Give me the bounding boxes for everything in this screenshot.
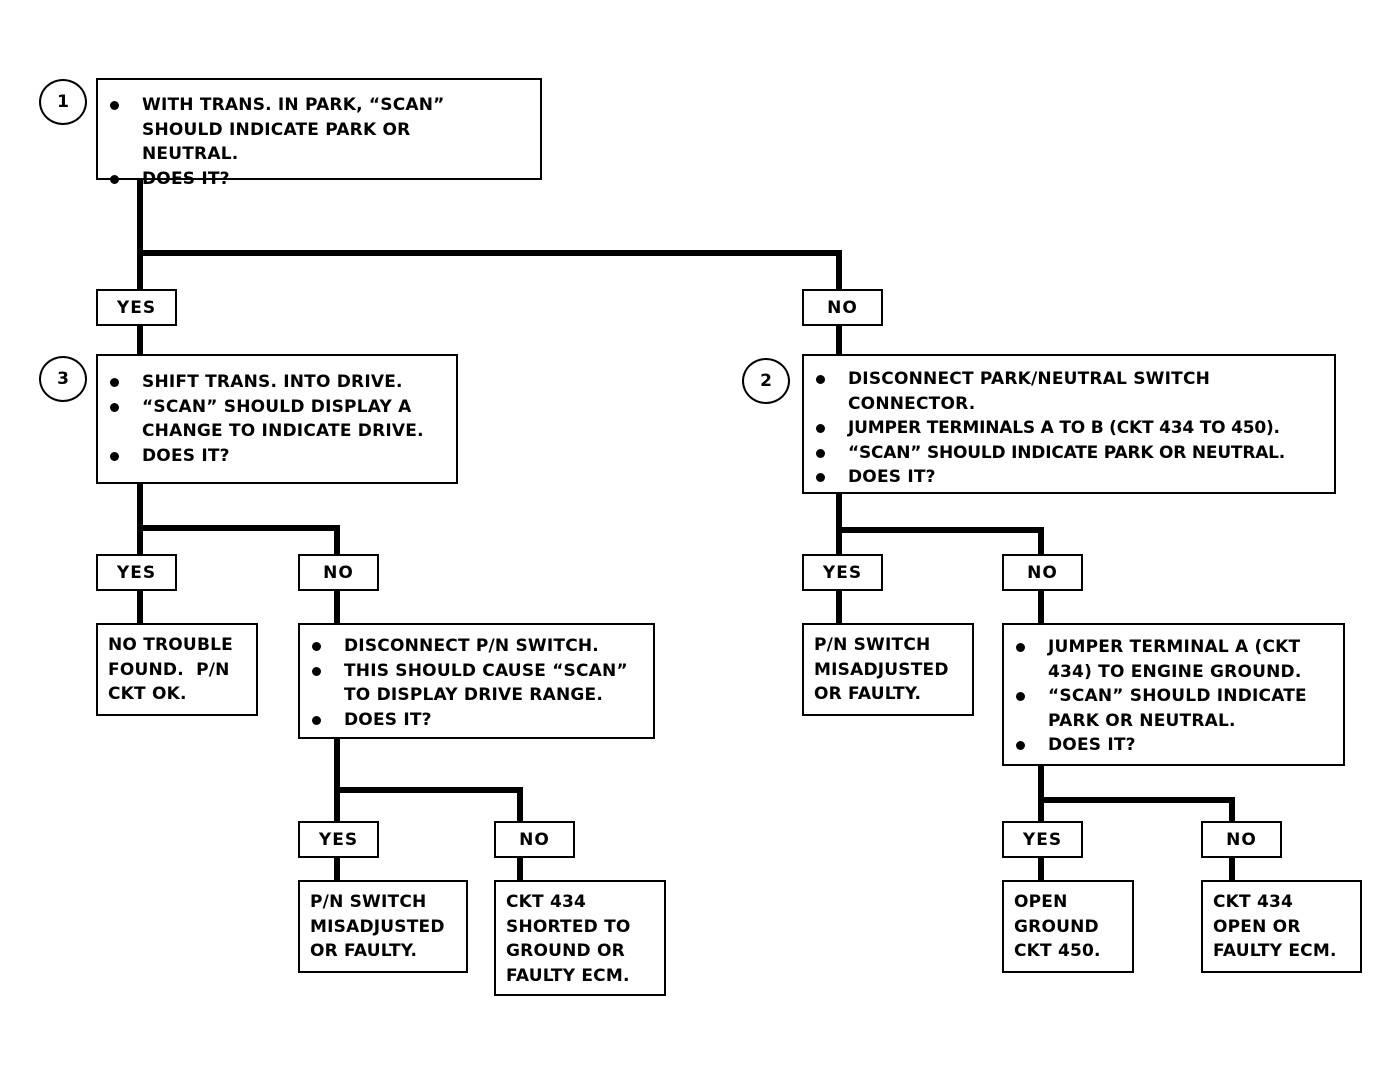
step-1-line: DOES IT? — [108, 167, 530, 192]
step-number-text: 3 — [57, 369, 69, 389]
result-line: P/N SWITCH — [814, 635, 931, 655]
step-3-line: SHIFT TRANS. INTO DRIVE. — [108, 370, 446, 395]
check-line: DISCONNECT P/N SWITCH. — [310, 634, 643, 659]
step-3-no-yes-label: YES — [298, 821, 379, 858]
step-1-line: WITH TRANS. IN PARK, “SCAN” SHOULD INDIC… — [108, 93, 530, 167]
check-line: DOES IT? — [310, 708, 643, 733]
step-2-box: DISCONNECT PARK/NEUTRAL SWITCH CONNECTOR… — [802, 354, 1336, 494]
step-2-line: DOES IT? — [814, 465, 1324, 490]
result-line: OPEN — [1014, 892, 1068, 912]
step-1-box: WITH TRANS. IN PARK, “SCAN” SHOULD INDIC… — [96, 78, 542, 189]
result-line: OPEN OR — [1213, 916, 1301, 937]
step-2-no-label: NO — [1002, 554, 1083, 591]
step-3-no-label: NO — [298, 554, 379, 591]
step-2-no-no-label: NO — [1201, 821, 1282, 858]
step-3-box: SHIFT TRANS. INTO DRIVE. “SCAN” SHOULD D… — [96, 354, 458, 484]
result-line: FAULTY ECM. — [506, 965, 630, 986]
result-line: CKT OK. — [108, 684, 187, 704]
result-line: FOUND. P/N — [108, 659, 230, 680]
step-2-no-no-result-box: CKT 434 OPEN OR FAULTY ECM. — [1201, 880, 1362, 973]
result-line: GROUND — [1014, 916, 1099, 937]
result-line: SHORTED TO — [506, 916, 631, 937]
step-1-yes-label: YES — [96, 289, 177, 326]
step-1-no-label: NO — [802, 289, 883, 326]
step-3-line: “SCAN” SHOULD DISPLAY A CHANGE TO INDICA… — [108, 395, 446, 444]
step-3-no-no-result-box: CKT 434 SHORTED TO GROUND OR FAULTY ECM. — [494, 880, 666, 996]
step-number-1: 1 — [39, 79, 87, 125]
result-line: OR FAULTY. — [814, 684, 922, 704]
step-number-3: 3 — [39, 356, 87, 402]
step-2-yes-result-box: P/N SWITCH MISADJUSTED OR FAULTY. — [802, 623, 974, 716]
connector-step1-split — [137, 177, 842, 293]
step-3-no-check-box: DISCONNECT P/N SWITCH. THIS SHOULD CAUSE… — [298, 623, 655, 739]
result-line: FAULTY ECM. — [1213, 941, 1337, 961]
step-2-no-yes-result-box: OPEN GROUND CKT 450. — [1002, 880, 1134, 973]
result-line: CKT 434 — [506, 892, 587, 912]
step-3-yes-result-box: NO TROUBLE FOUND. P/N CKT OK. — [96, 623, 258, 716]
step-3-yes-label: YES — [96, 554, 177, 591]
step-2-yes-label: YES — [802, 554, 883, 591]
step-3-no-yes-result-box: P/N SWITCH MISADJUSTED OR FAULTY. — [298, 880, 468, 973]
connector-step2-split — [836, 490, 1044, 558]
check-line: JUMPER TERMINAL A (CKT 434) TO ENGINE GR… — [1014, 635, 1333, 684]
step-2-no-yes-label: YES — [1002, 821, 1083, 858]
step-2-line: “SCAN” SHOULD INDICATE PARK OR NEUTRAL. — [814, 441, 1324, 466]
check-line: THIS SHOULD CAUSE “SCAN” TO DISPLAY DRIV… — [310, 659, 643, 708]
result-line: MISADJUSTED — [814, 659, 949, 680]
step-3-line: DOES IT? — [108, 444, 446, 469]
step-number-2: 2 — [742, 358, 790, 404]
step-number-text: 2 — [760, 371, 772, 391]
check-line: DOES IT? — [1014, 733, 1333, 758]
step-3-no-no-label: NO — [494, 821, 575, 858]
result-line: OR FAULTY. — [310, 941, 418, 961]
step-2-no-check-box: JUMPER TERMINAL A (CKT 434) TO ENGINE GR… — [1002, 623, 1345, 766]
connector-step3-split — [137, 480, 340, 558]
result-line: CKT 450. — [1014, 941, 1101, 961]
connector-step2no-split — [1038, 762, 1235, 825]
result-line: GROUND OR — [506, 941, 625, 961]
step-2-line: DISCONNECT PARK/NEUTRAL SWITCH CONNECTOR… — [814, 367, 1324, 416]
result-line: CKT 434 — [1213, 892, 1294, 912]
result-line: MISADJUSTED — [310, 916, 445, 937]
result-line: NO TROUBLE — [108, 635, 233, 655]
result-line: P/N SWITCH — [310, 892, 427, 912]
connector-step3no-split — [334, 735, 523, 825]
step-number-text: 1 — [57, 92, 69, 112]
check-line: “SCAN” SHOULD INDICATE PARK OR NEUTRAL. — [1014, 684, 1333, 733]
step-2-line: JUMPER TERMINALS A TO B (CKT 434 TO 450)… — [814, 416, 1324, 441]
